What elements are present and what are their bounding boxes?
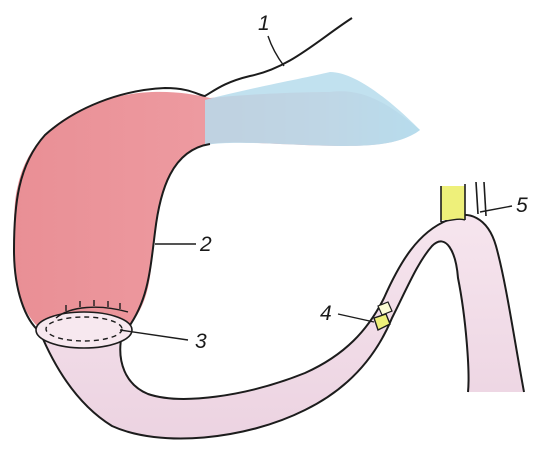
- anastomosis-outer: [36, 312, 132, 348]
- label-5: 5: [516, 194, 528, 217]
- label-4: 4: [320, 302, 332, 325]
- cut-end-marker: [441, 182, 486, 222]
- label-1: 1: [258, 12, 270, 35]
- leader-line-4: [338, 314, 374, 322]
- label-2: 2: [199, 233, 212, 256]
- label-3: 3: [195, 330, 207, 353]
- leader-line-1: [268, 36, 284, 66]
- stomach-fundus-remnant: [205, 72, 420, 146]
